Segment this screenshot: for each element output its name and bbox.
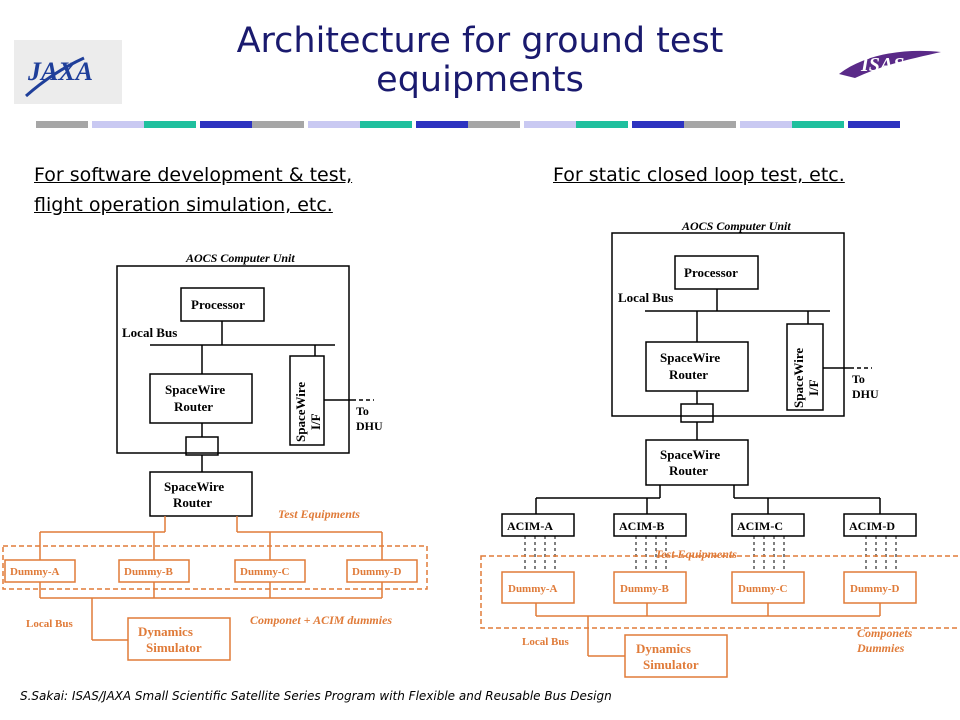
right-acim-c: ACIM-C [737,519,783,533]
decorative-bar-segment [144,121,196,128]
slide-title: Architecture for ground test equipments [236,21,724,100]
right-router-line1: SpaceWire [660,350,720,365]
decorative-bar-segment [308,121,360,128]
right-router2-line2: Router [669,463,708,478]
left-aocs-unit-box [116,265,350,454]
right-test-equipment-boundary [480,555,960,629]
right-acim-a: ACIM-A [507,519,553,533]
right-dhu-label: DHU [852,387,879,401]
right-dummy-a: Dummy-A [508,583,558,595]
left-router-line1: SpaceWire [165,382,225,397]
isas-logo: ISAS [835,44,945,82]
left-caption-line1: For software development & test, [34,164,353,186]
left-test-equipment-boundary [2,545,428,590]
decorative-bar-segment [684,121,736,128]
left-processor-label: Processor [191,297,245,312]
right-dummy-c: Dummy-C [738,583,788,595]
right-test-equipment [480,555,960,678]
decorative-bar-segment [360,121,412,128]
right-router-line2: Router [669,367,708,382]
left-router2-line1: SpaceWire [164,479,224,494]
left-unit-label: AOCS Computer Unit [185,251,295,265]
decorative-bar-segment [632,121,684,128]
decorative-bar-segment [848,121,900,128]
right-bottom-local-bus: Local Bus [522,636,569,648]
left-componet-label: Componet + ACIM dummies [250,613,392,627]
left-dummy-b: Dummy-B [124,566,174,578]
right-dummy-b: Dummy-B [620,583,670,595]
left-router2-line2: Router [173,495,212,510]
right-dynamics-simulator-box [624,634,728,678]
right-acim-d: ACIM-D [849,519,895,533]
left-if-line1: SpaceWire [293,382,308,442]
decorative-bar-segment [252,121,304,128]
decorative-bar-segment [740,121,792,128]
left-diagram [116,265,374,517]
left-dynamics-simulator-box [127,617,231,661]
right-spacewire-if-box [786,323,824,411]
left-router-line2: Router [174,399,213,414]
left-sim-line2: Simulator [146,640,202,655]
right-acim-b: ACIM-B [619,519,664,533]
right-componets-line2: Dummies [856,641,905,655]
left-bottom-local-bus: Local Bus [26,618,73,630]
left-test-equipment [2,516,428,661]
left-router-box [149,373,253,424]
right-dummy-d: Dummy-D [850,583,900,595]
jaxa-logo: JAXA [14,40,122,104]
left-router2-box [149,471,253,517]
right-local-bus-label: Local Bus [618,290,673,305]
left-caption-line2: flight operation simulation, etc. [34,194,333,216]
right-router2-box [645,439,749,486]
right-router2-line1: SpaceWire [660,447,720,462]
decorative-bar-segment [36,121,88,128]
right-if-line1: SpaceWire [791,348,806,408]
decorative-bar-segment [92,121,144,128]
left-dummy-c: Dummy-C [240,566,290,578]
left-to-label: To [356,404,369,418]
right-sim-line1: Dynamics [636,641,691,656]
right-diagram [501,232,917,572]
right-aocs-unit-box [611,232,845,417]
right-unit-label: AOCS Computer Unit [681,219,791,233]
right-if-line2: I/F [806,379,821,396]
decorative-bar-segment [468,121,520,128]
decorative-bar-segment [524,121,576,128]
svg-text:ISAS: ISAS [860,54,904,76]
left-dummy-d: Dummy-D [352,566,402,578]
left-caption: For software development & test, flight … [34,160,454,220]
decorative-bar-segment [416,121,468,128]
right-test-equipments-label: Test Equipments [655,547,737,561]
right-componets-line1: Componets [857,626,913,640]
slide-footer: S.Sakai: ISAS/JAXA Small Scientific Sate… [20,689,612,703]
left-dummy-a: Dummy-A [10,566,60,578]
right-caption: For static closed loop test, etc. [553,164,845,186]
left-local-bus-label: Local Bus [122,325,177,340]
right-processor-label: Processor [684,265,738,280]
decorative-bar-segment [200,121,252,128]
left-dhu-label: DHU [356,419,383,433]
right-to-label: To [852,372,865,386]
decorative-bar-segment [576,121,628,128]
right-sim-line2: Simulator [643,657,699,672]
left-sim-line1: Dynamics [138,624,193,639]
left-test-equipments-label: Test Equipments [278,507,360,521]
left-if-line2: I/F [308,413,323,430]
right-connector [680,403,714,423]
decorative-bar-segment [792,121,844,128]
